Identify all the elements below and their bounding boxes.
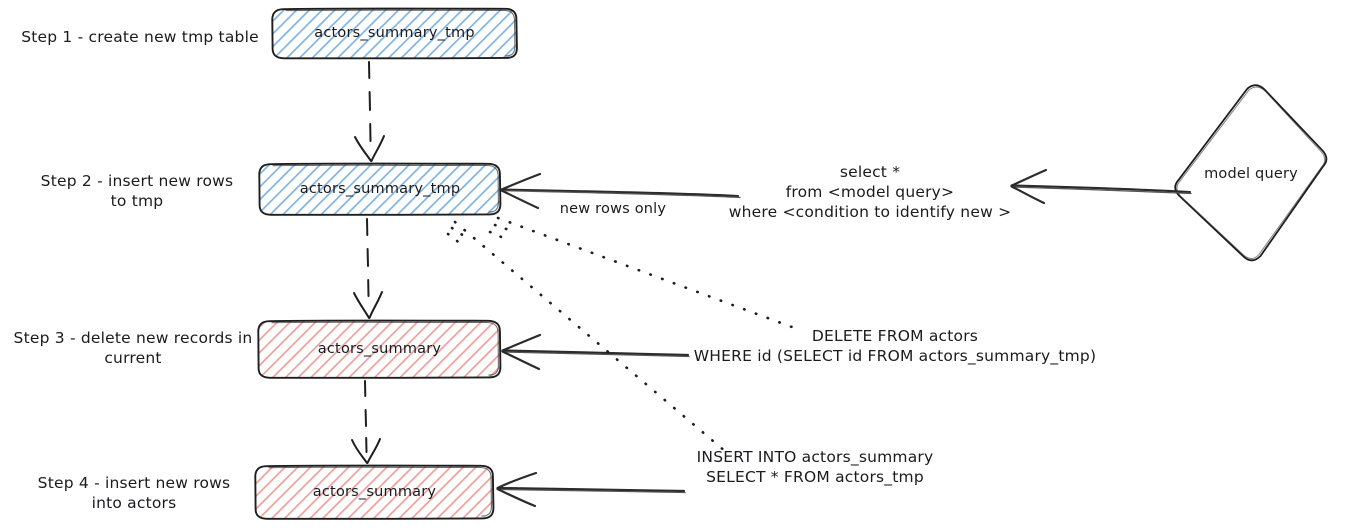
node-tmp-2-label: actors_summary_tmp — [299, 180, 461, 197]
dotted-link-tmp-to-delete — [488, 216, 802, 332]
node-summary-2-label: actors_summary — [312, 483, 437, 500]
step-label-4: Step 4 - insert new rows into actors — [37, 474, 231, 512]
edge-label-model-query-sql: select * from <model query> where <condi… — [728, 163, 1012, 221]
arrow-new-rows-only — [500, 172, 741, 210]
node-model-query-label: model query — [1204, 166, 1298, 182]
arrow-delete-into-summary — [501, 333, 690, 371]
node-summary-1[interactable]: actors_summary — [258, 320, 501, 378]
dotted-link-tmp-to-insert — [446, 220, 728, 454]
arrow-model-query-to-tmp — [1010, 168, 1192, 205]
node-summary-1-label: actors_summary — [317, 340, 442, 357]
edge-label-insert-sql: INSERT INTO actors_summary SELECT * FROM… — [696, 448, 934, 486]
step-label-2: Step 2 - insert new rows to tmp — [40, 172, 234, 210]
node-summary-2[interactable]: actors_summary — [255, 465, 494, 519]
node-tmp-1-label: actors_summary_tmp — [314, 25, 475, 42]
arrow-step2-to-step3 — [353, 218, 383, 319]
edge-label-delete-sql: DELETE FROM actors WHERE id (SELECT id F… — [693, 327, 1097, 365]
node-summary-1-shape[interactable] — [257, 319, 502, 379]
node-tmp-1-shape[interactable] — [271, 7, 518, 60]
node-tmp-2[interactable]: actors_summary_tmp — [259, 163, 501, 215]
edge-label-new-rows-only: new rows only — [559, 201, 667, 217]
node-tmp-1[interactable]: actors_summary_tmp — [272, 8, 517, 59]
step-label-3: Step 3 - delete new records in current — [13, 329, 253, 367]
node-tmp-2-shape[interactable] — [258, 162, 502, 216]
arrow-step1-to-step2 — [354, 61, 385, 162]
arrow-insert-into-summary — [496, 471, 686, 508]
arrow-step3-to-step4 — [351, 380, 381, 464]
step-label-1: Step 1 - create new tmp table — [21, 28, 259, 46]
node-summary-2-shape[interactable] — [254, 464, 495, 520]
